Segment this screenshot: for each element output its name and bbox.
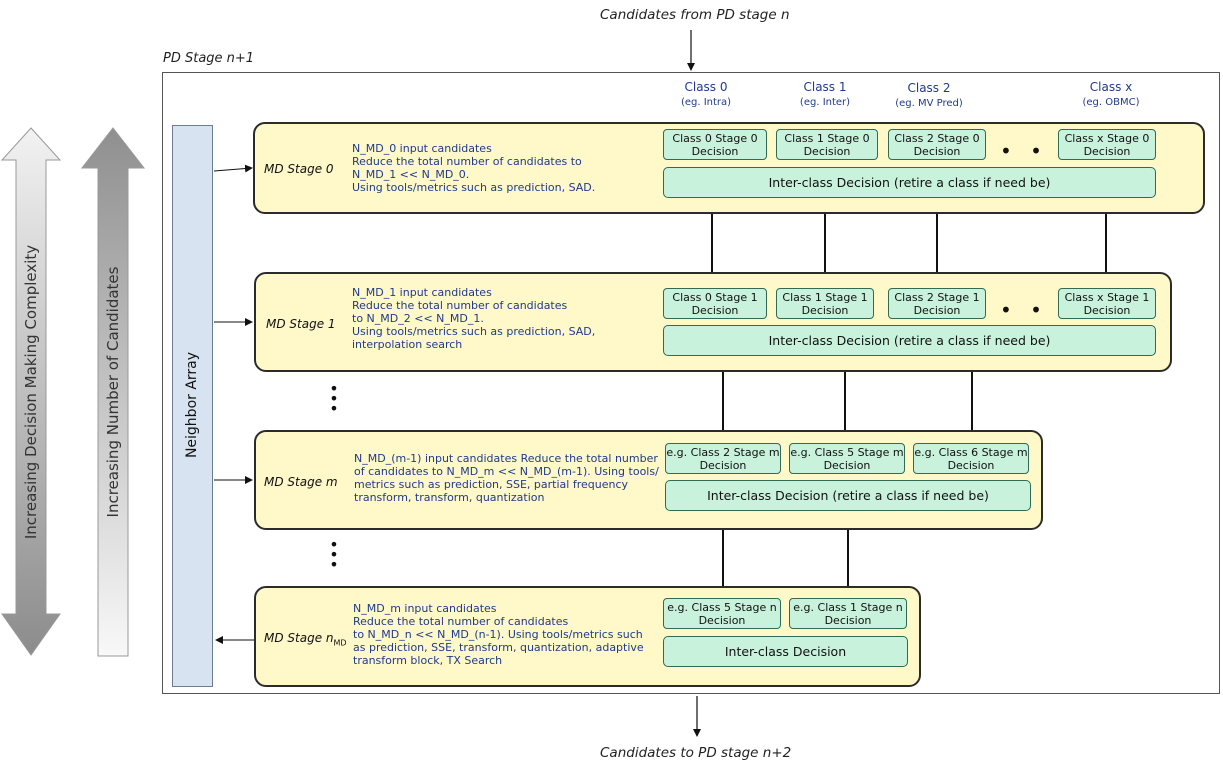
class-example-0: (eg. Intra) [680,97,732,108]
complexity-double-arrow [0,127,62,656]
md-stage-n-name: MD Stage nMD [264,631,347,647]
class-5-stage-n-box: e.g. Class 5 Stage n Decision [663,598,781,629]
class-6-stage-m-box: e.g. Class 6 Stage m Decision [913,443,1029,474]
neighbor-array [172,125,213,687]
class-2-stage-0-box: Class 2 Stage 0 Decision [888,129,986,160]
md-stage-0-name: MD Stage 0 [264,162,334,176]
candidates-label: Increasing Number of Candidates [104,266,122,518]
stage-m-inter-class-box: Inter-class Decision (retire a class if … [665,480,1031,511]
stage-0-inter-class-box: Inter-class Decision (retire a class if … [663,167,1156,198]
md-stage-m-name: MD Stage m [264,475,338,489]
stage-1-inter-class-box: Inter-class Decision (retire a class if … [663,325,1156,356]
class-example-x: (eg. OBMC) [1082,97,1140,108]
outer-label: PD Stage n+1 [163,51,255,66]
top-label: Candidates from PD stage n [600,7,790,23]
md-stage-0-description: N_MD_0 input candidates Reduce the total… [352,142,596,194]
class-1-stage-0-box: Class 1 Stage 0 Decision [776,129,878,160]
vertical-ellipsis-2: ••• [329,535,339,574]
complexity-label: Increasing Decision Making Complexity [22,244,40,540]
class-header-0: Class 0 [684,80,728,94]
bottom-label: Candidates to PD stage n+2 [600,745,792,761]
class-1-stage-n-box: e.g. Class 1 Stage n Decision [789,598,907,629]
md-stage-1-description: N_MD_1 input candidates Reduce the total… [352,286,596,351]
class-example-1: (eg. Inter) [799,97,851,108]
pd-stage-frame [162,72,1220,694]
md-stage-n-description: N_MD_m input candidates Reduce the total… [353,602,644,667]
class-x-stage-1-box: Class x Stage 1 Decision [1058,288,1156,319]
class-0-stage-0-box: Class 0 Stage 0 Decision [663,129,767,160]
class-header-x: Class x [1089,80,1133,94]
class-example-2: (eg. MV Pred) [895,98,963,109]
class-0-stage-1-box: Class 0 Stage 1 Decision [663,288,767,319]
class-header-2: Class 2 [907,81,951,95]
class-1-stage-1-box: Class 1 Stage 1 Decision [776,288,874,319]
neighbor-array-label: Neighbor Array [184,351,200,459]
md-stage-m-description: N_MD_(m-1) input candidates Reduce the t… [354,452,659,504]
vertical-ellipsis-1: ••• [329,379,339,418]
class-2-stage-1-box: Class 2 Stage 1 Decision [888,288,986,319]
class-header-1: Class 1 [803,80,847,94]
stage-n-inter-class-box: Inter-class Decision [663,636,908,667]
class-5-stage-m-box: e.g. Class 5 Stage m Decision [789,443,905,474]
candidates-up-arrow [80,127,146,657]
md-stage-n-subscript: MD [333,638,347,648]
md-stage-1-name: MD Stage 1 [266,317,336,331]
class-2-stage-m-box: e.g. Class 2 Stage m Decision [665,443,781,474]
md-stage-n-name-text: MD Stage n [264,631,334,645]
class-x-stage-0-box: Class x Stage 0 Decision [1058,129,1156,160]
